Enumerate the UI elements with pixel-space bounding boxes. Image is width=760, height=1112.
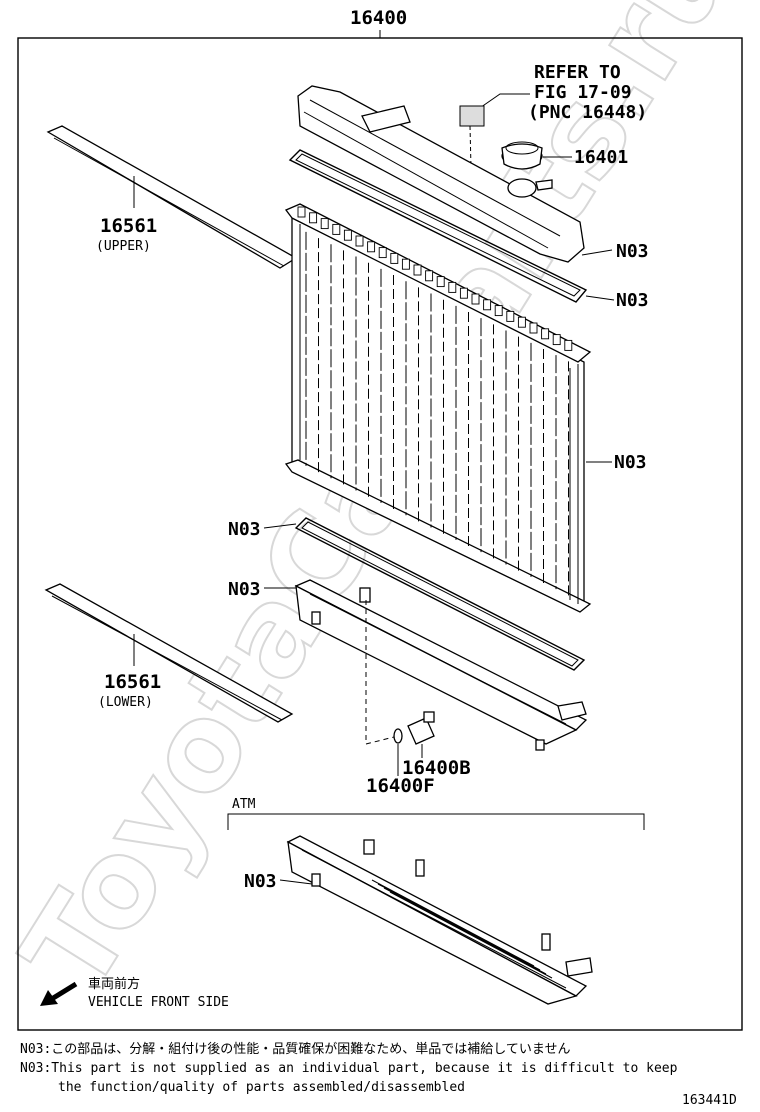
- note-en-2: the function/quality of parts assembled/…: [58, 1080, 465, 1095]
- upper-gasket: [288, 149, 588, 303]
- header-tooth: [332, 223, 341, 235]
- lower-hose-neck: [557, 701, 587, 721]
- header-tooth: [517, 316, 526, 328]
- cap-part-number: 16401: [574, 147, 628, 168]
- header-tooth: [471, 293, 480, 305]
- lower-seal-number: 16561: [104, 671, 161, 693]
- upper-seal-number: 16561: [100, 215, 157, 237]
- n03-tank-label: N03: [616, 241, 649, 262]
- header-tooth: [541, 328, 550, 340]
- n03-lower-gasket-label: N03: [228, 519, 261, 540]
- atm-hose-neck: [565, 957, 593, 977]
- drain-oring-number: 16400F: [366, 775, 435, 797]
- assembly-frame: [17, 37, 743, 1031]
- note-jp: N03:この部品は、分解・組付け後の性能・品質確保が困難なため、単品では補給して…: [20, 1041, 571, 1057]
- refer-tag: [459, 105, 485, 127]
- front-arrow-icon: [40, 981, 78, 1006]
- cooler-pipe-2: [541, 933, 551, 951]
- refer-line-2: FIG 17-09: [534, 82, 632, 103]
- lower-seal-qualifier: (LOWER): [98, 695, 153, 710]
- drain-oring: [393, 728, 403, 744]
- atm-lower-tank: [286, 835, 588, 1005]
- n03-lower-gasket-leader: [263, 523, 297, 529]
- upper-hose-neck: [361, 105, 411, 133]
- n03-core-label: N03: [614, 452, 647, 473]
- header-tooth: [413, 264, 422, 276]
- header-tooth: [343, 229, 352, 241]
- header-tooth: [297, 206, 306, 218]
- header-tooth: [448, 281, 457, 293]
- n03-tank-leader: [581, 249, 613, 256]
- note-en-1: N03:This part is not supplied as an indi…: [20, 1061, 678, 1076]
- atm-bracket: [227, 813, 645, 830]
- header-tooth: [390, 252, 399, 264]
- upper-tank: [297, 85, 585, 263]
- radiator-fins: [305, 231, 569, 596]
- assembly-number: 16400: [350, 7, 407, 29]
- header-tooth: [309, 212, 318, 224]
- header-tooth: [355, 235, 364, 247]
- header-tooth: [506, 310, 515, 322]
- lower-gasket: [294, 517, 586, 671]
- refer-callout: REFER TO FIG 17-09 (PNC 16448): [459, 62, 647, 211]
- n03-gasket-leader: [585, 295, 615, 301]
- upper-seal: [46, 125, 298, 269]
- header-tooth: [436, 276, 445, 288]
- cooler-pipe-1: [415, 859, 425, 877]
- atm-label: ATM: [232, 797, 256, 812]
- n03-atm-leader: [279, 879, 313, 885]
- refer-line-1: REFER TO: [534, 62, 621, 83]
- direction-en: VEHICLE FRONT SIDE: [88, 995, 229, 1010]
- header-tooth: [425, 270, 434, 282]
- header-tooth: [367, 241, 376, 253]
- header-tooth: [529, 322, 538, 334]
- header-tooth: [494, 305, 503, 317]
- drain-cock-number: 16400B: [402, 757, 471, 779]
- filler-neck: [507, 178, 537, 198]
- n03-gasket-label: N03: [616, 290, 649, 311]
- header-tooth: [483, 299, 492, 311]
- drain-cock: [407, 711, 435, 745]
- header-tooth: [401, 258, 410, 270]
- n03-atm-label: N03: [244, 871, 277, 892]
- header-tooth: [459, 287, 468, 299]
- core-header-teeth: [297, 206, 573, 351]
- header-tooth: [378, 247, 387, 259]
- lower-seal: [44, 583, 294, 723]
- atm-oil-cooler: [371, 859, 593, 979]
- direction-jp: 車両前方: [88, 976, 140, 992]
- header-tooth: [564, 339, 573, 351]
- refer-line-3: (PNC 16448): [528, 102, 647, 123]
- n03-lower-tank-label: N03: [228, 579, 261, 600]
- upper-seal-qualifier: (UPPER): [96, 239, 151, 254]
- radiator-cap: [501, 141, 543, 170]
- figure-id: 163441D: [682, 1093, 737, 1108]
- lower-tank: [294, 579, 588, 751]
- header-tooth: [320, 218, 329, 230]
- header-tooth: [552, 334, 561, 346]
